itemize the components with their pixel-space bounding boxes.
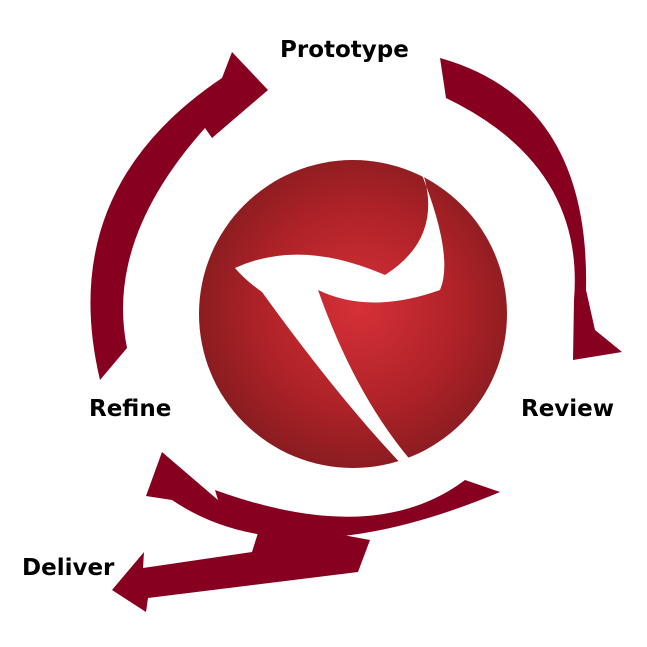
arrow-review-to-refine [146,452,500,539]
logo-sphere [199,160,507,468]
step-label-refine: Refine [89,396,172,422]
arrow-deliver [112,520,370,612]
step-label-deliver: Deliver [22,555,115,581]
step-label-review: Review [521,396,615,422]
arrow-refine-to-prototype [90,52,268,380]
step-label-prototype: Prototype [280,37,409,63]
arrow-prototype-to-review [440,58,622,360]
